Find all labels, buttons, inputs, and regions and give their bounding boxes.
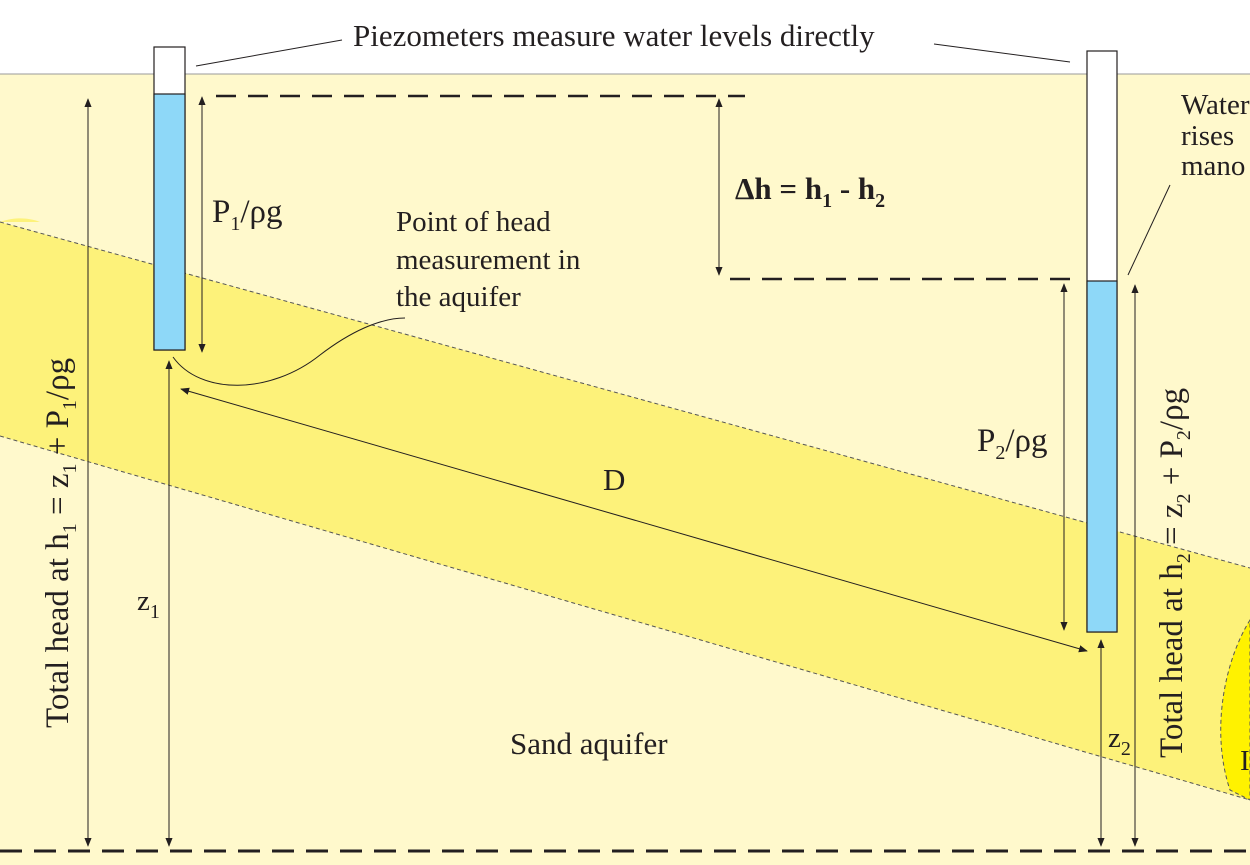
water-rises-note-line-1: Water xyxy=(1181,89,1250,121)
delta-h-label: Δh = h1 - h2 xyxy=(735,171,885,212)
diagram-title: Piezometers measure water levels directl… xyxy=(353,18,875,53)
water-rises-leader xyxy=(1127,184,1171,276)
p2-label: P2/ρg xyxy=(977,423,1048,464)
distance-d-arrow xyxy=(180,387,1088,653)
partial-letter: I xyxy=(1240,745,1250,777)
piezometer-1-water xyxy=(153,93,186,351)
title-leader-right xyxy=(933,43,1071,63)
point-measurement-line-2: measurement in xyxy=(396,244,581,276)
z1-label: z1 xyxy=(137,585,160,623)
point-measurement-line-3: the aquifer xyxy=(396,281,521,313)
piezometer-2-water xyxy=(1086,280,1118,633)
aquifer-left-cap xyxy=(0,218,40,222)
sand-aquifer-label: Sand aquifer xyxy=(510,726,668,761)
z2-label: z2 xyxy=(1108,722,1131,760)
total-head-2-label: Total head at h2 = z2 + P2/ρg xyxy=(1154,388,1195,758)
distance-label: D xyxy=(603,462,625,497)
p1-label: P1/ρg xyxy=(212,194,283,235)
water-rises-note-line-3: mano xyxy=(1181,150,1245,182)
title-leader-left xyxy=(195,39,343,67)
water-rises-note-line-2: rises xyxy=(1181,120,1234,152)
point-measurement-line-1: Point of head xyxy=(396,206,551,238)
aquifer-end-cross-section xyxy=(1220,619,1250,801)
point-measurement-leader xyxy=(172,317,406,386)
total-head-1-label: Total head at h1 = z1 + P1/ρg xyxy=(40,358,81,728)
